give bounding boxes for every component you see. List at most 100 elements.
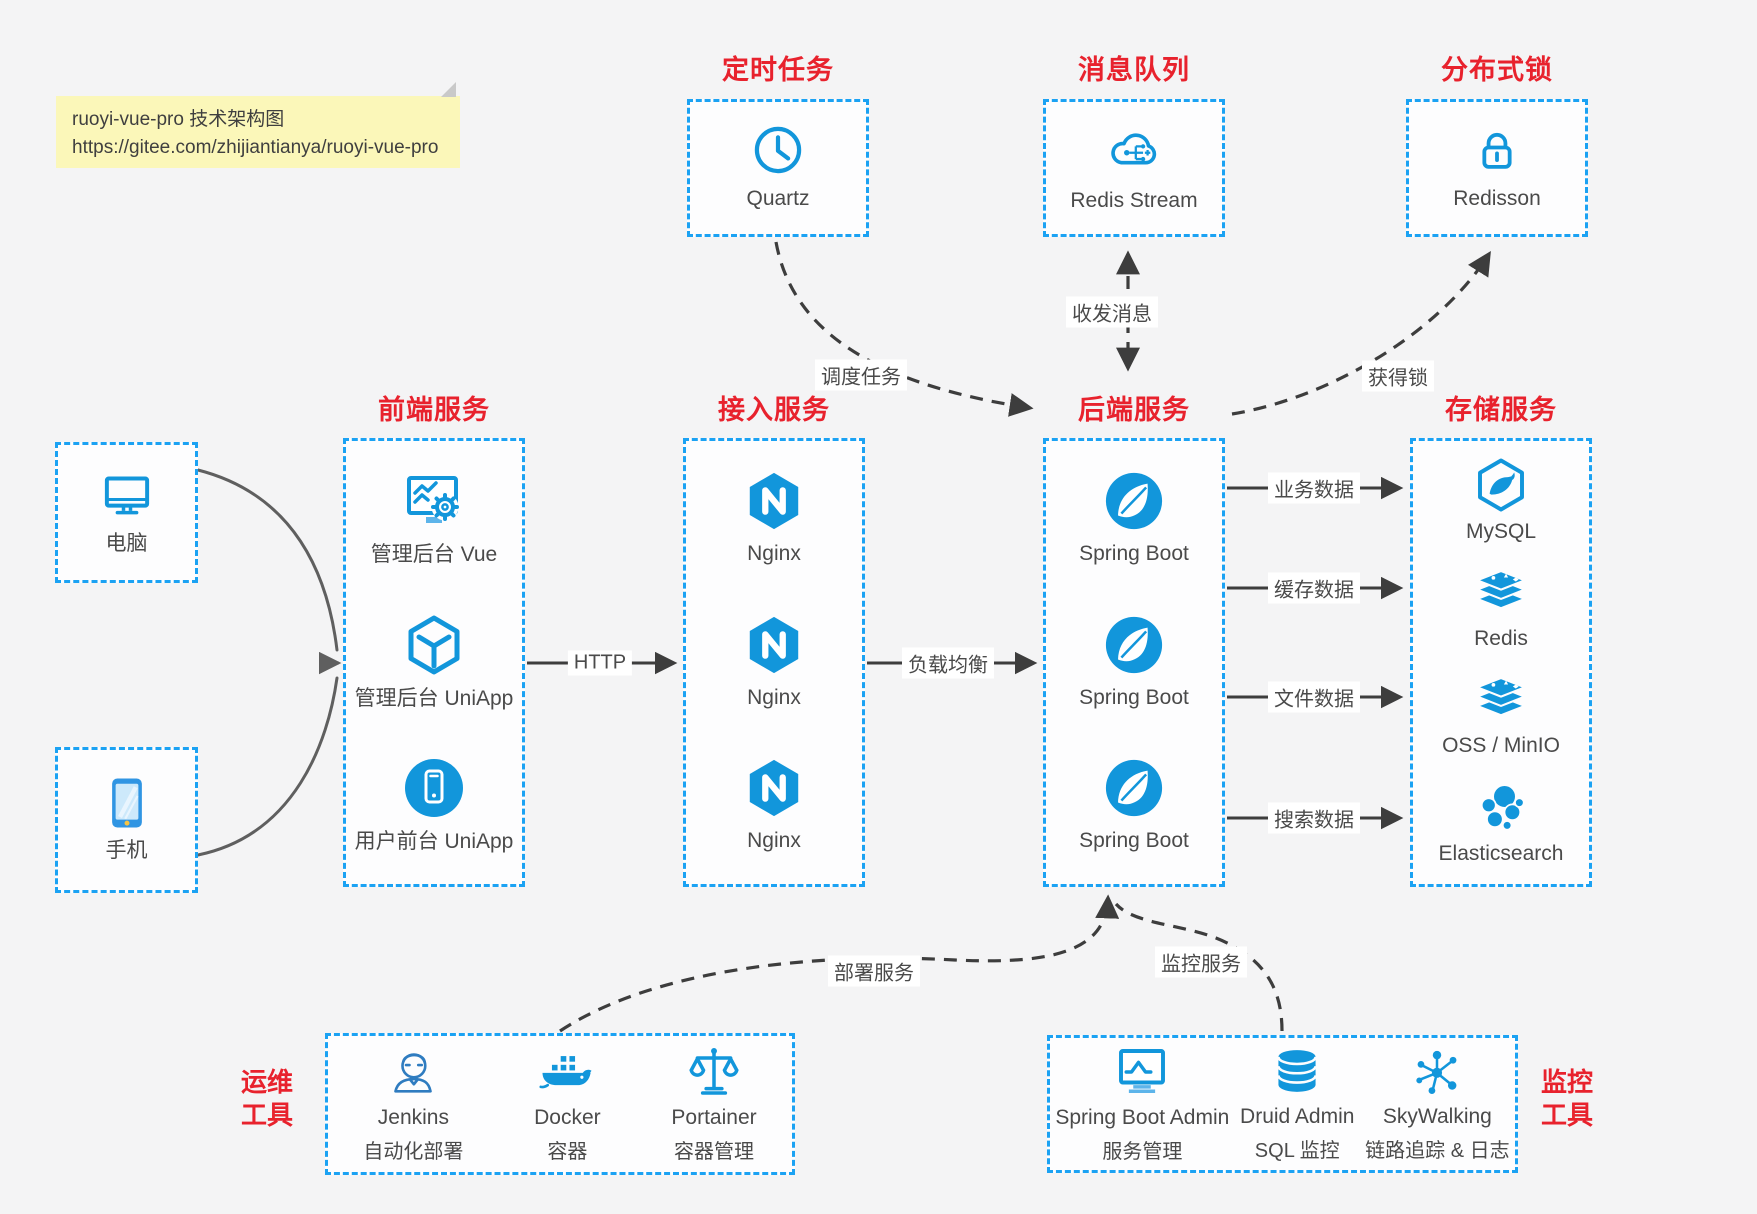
spring-boot-admin-desc: 服务管理 [1102, 1141, 1183, 1164]
redis-node: Redis [1474, 566, 1528, 652]
admin-vue-node: 管理后台 Vue [371, 469, 497, 568]
uniapp-cube-icon [402, 613, 466, 677]
oss-minio-node: OSS / MinIO [1442, 673, 1560, 759]
skywalking-icon [1410, 1045, 1464, 1099]
mobile-client-box: 手机 [55, 747, 198, 893]
redis-icon [1474, 566, 1528, 620]
spring-boot-label: Spring Boot [1079, 542, 1189, 566]
spring-icon [1103, 470, 1165, 532]
nginx-icon [743, 614, 805, 676]
docker-label: Docker [534, 1105, 601, 1129]
druid-admin-node: Druid Admin SQL 监控 [1240, 1045, 1354, 1163]
client-connectors [196, 468, 342, 857]
lock-icon [1470, 123, 1524, 177]
admin-vue-label: 管理后台 Vue [370, 543, 498, 567]
note-title: ruoyi-vue-pro 技术架构图 [72, 109, 285, 130]
pc-client-label: 电脑 [105, 531, 148, 555]
oss-minio-icon [1474, 673, 1528, 727]
nginx-node: Nginx [743, 470, 805, 567]
business-data-edge-label: 业务数据 [1268, 472, 1360, 504]
ops-tools-title: 运维 工具 [228, 1066, 306, 1131]
spring-boot-node: Spring Boot [1079, 757, 1189, 854]
backend-column-box: Spring Boot Spring Boot Spring Boot [1043, 438, 1225, 887]
deploy-edge-label: 部署服务 [828, 955, 920, 987]
quartz-box: Quartz [687, 99, 869, 237]
spring-boot-label: Spring Boot [1079, 685, 1189, 709]
spring-boot-node: Spring Boot [1079, 614, 1189, 711]
spring-boot-admin-icon [1114, 1044, 1170, 1100]
user-uniapp-icon [402, 756, 466, 820]
nginx-icon [743, 470, 805, 532]
docker-node: Docker 容器 [534, 1044, 601, 1164]
ops-tools-title-line2: 工具 [240, 1099, 293, 1130]
clock-icon [751, 123, 805, 177]
jenkins-node: Jenkins 自动化部署 [363, 1044, 463, 1164]
load-balance-edge-label: 负载均衡 [902, 647, 994, 679]
file-data-edge-label: 文件数据 [1268, 681, 1360, 713]
elasticsearch-icon [1473, 779, 1529, 835]
ops-tools-box: Jenkins 自动化部署 Docker 容器 Portainer 容器管理 [325, 1033, 795, 1175]
search-data-edge-label: 搜索数据 [1268, 802, 1360, 834]
admin-uniapp-node: 管理后台 UniApp [354, 613, 514, 712]
spring-boot-node: Spring Boot [1079, 470, 1189, 567]
user-uniapp-label: 用户前台 UniApp [354, 830, 514, 854]
group-title-distributed-lock: 分布式锁 [1441, 55, 1553, 85]
docker-icon [539, 1044, 595, 1100]
redisson-box: Redisson [1406, 99, 1588, 237]
skywalking-node: SkyWalking 链路追踪 & 日志 [1365, 1045, 1510, 1163]
nginx-label: Nginx [747, 685, 801, 709]
skywalking-label: SkyWalking [1382, 1104, 1492, 1128]
column-title-gateway: 接入服务 [718, 395, 830, 425]
redisson-label: Redisson [1453, 187, 1541, 211]
nginx-label: Nginx [747, 542, 801, 566]
ops-tools-title-line1: 运维 [240, 1067, 293, 1097]
oss-minio-label: OSS / MinIO [1442, 733, 1560, 757]
jenkins-label: Jenkins [377, 1105, 449, 1129]
column-title-backend: 后端服务 [1078, 395, 1190, 425]
user-uniapp-node: 用户前台 UniApp [354, 756, 514, 855]
spring-boot-admin-node: Spring Boot Admin 服务管理 [1055, 1044, 1229, 1164]
group-title-message-queue: 消息队列 [1078, 55, 1190, 85]
druid-icon [1270, 1045, 1324, 1099]
mysql-icon [1473, 457, 1529, 513]
portainer-desc: 容器管理 [674, 1141, 755, 1164]
portainer-node: Portainer 容器管理 [671, 1044, 757, 1164]
storage-column-box: MySQL Redis OSS / MinIO Elasticsearch [1410, 438, 1592, 887]
monitor-edge-label: 监控服务 [1155, 946, 1247, 978]
http-edge-label: HTTP [567, 650, 633, 676]
gateway-column-box: Nginx Nginx Nginx [683, 438, 865, 887]
sticky-note: ruoyi-vue-pro 技术架构图 https://gitee.com/zh… [56, 82, 460, 168]
cache-data-edge-label: 缓存数据 [1268, 572, 1360, 604]
spring-boot-label: Spring Boot [1079, 829, 1189, 853]
group-title-scheduled-job: 定时任务 [722, 55, 834, 85]
docker-desc: 容器 [547, 1141, 588, 1164]
jenkins-desc: 自动化部署 [363, 1141, 464, 1164]
monitor-tools-box: Spring Boot Admin 服务管理 Druid Admin SQL 监… [1047, 1035, 1518, 1173]
admin-uniapp-label: 管理后台 UniApp [354, 686, 514, 710]
admin-vue-icon [402, 469, 466, 533]
skywalking-desc: 链路追踪 & 日志 [1365, 1140, 1510, 1163]
monitor-tools-title: 监控 工具 [1528, 1066, 1606, 1131]
monitor-tools-title-line1: 监控 [1540, 1067, 1593, 1097]
quartz-label: Quartz [746, 187, 810, 211]
nginx-node: Nginx [743, 614, 805, 711]
smartphone-icon [99, 775, 155, 831]
elasticsearch-label: Elasticsearch [1438, 842, 1564, 866]
mobile-client-label: 手机 [105, 839, 148, 863]
portainer-label: Portainer [671, 1105, 757, 1129]
redis-label: Redis [1474, 626, 1528, 650]
nginx-icon [743, 757, 805, 819]
note-url: https://gitee.com/zhijiantianya/ruoyi-vu… [72, 136, 439, 158]
cloud-stream-icon [1105, 121, 1163, 179]
frontend-column-box: 管理后台 Vue 管理后台 UniApp 用户前台 UniApp [343, 438, 525, 887]
lock-edge-label: 获得锁 [1362, 360, 1434, 392]
message-edge-label: 收发消息 [1066, 296, 1158, 328]
desktop-icon [99, 468, 155, 524]
column-title-storage: 存储服务 [1445, 395, 1557, 425]
nginx-node: Nginx [743, 757, 805, 854]
druid-admin-desc: SQL 监控 [1254, 1140, 1340, 1163]
pc-client-box: 电脑 [55, 442, 198, 583]
redis-stream-box: Redis Stream [1043, 99, 1225, 237]
nginx-label: Nginx [747, 829, 801, 853]
